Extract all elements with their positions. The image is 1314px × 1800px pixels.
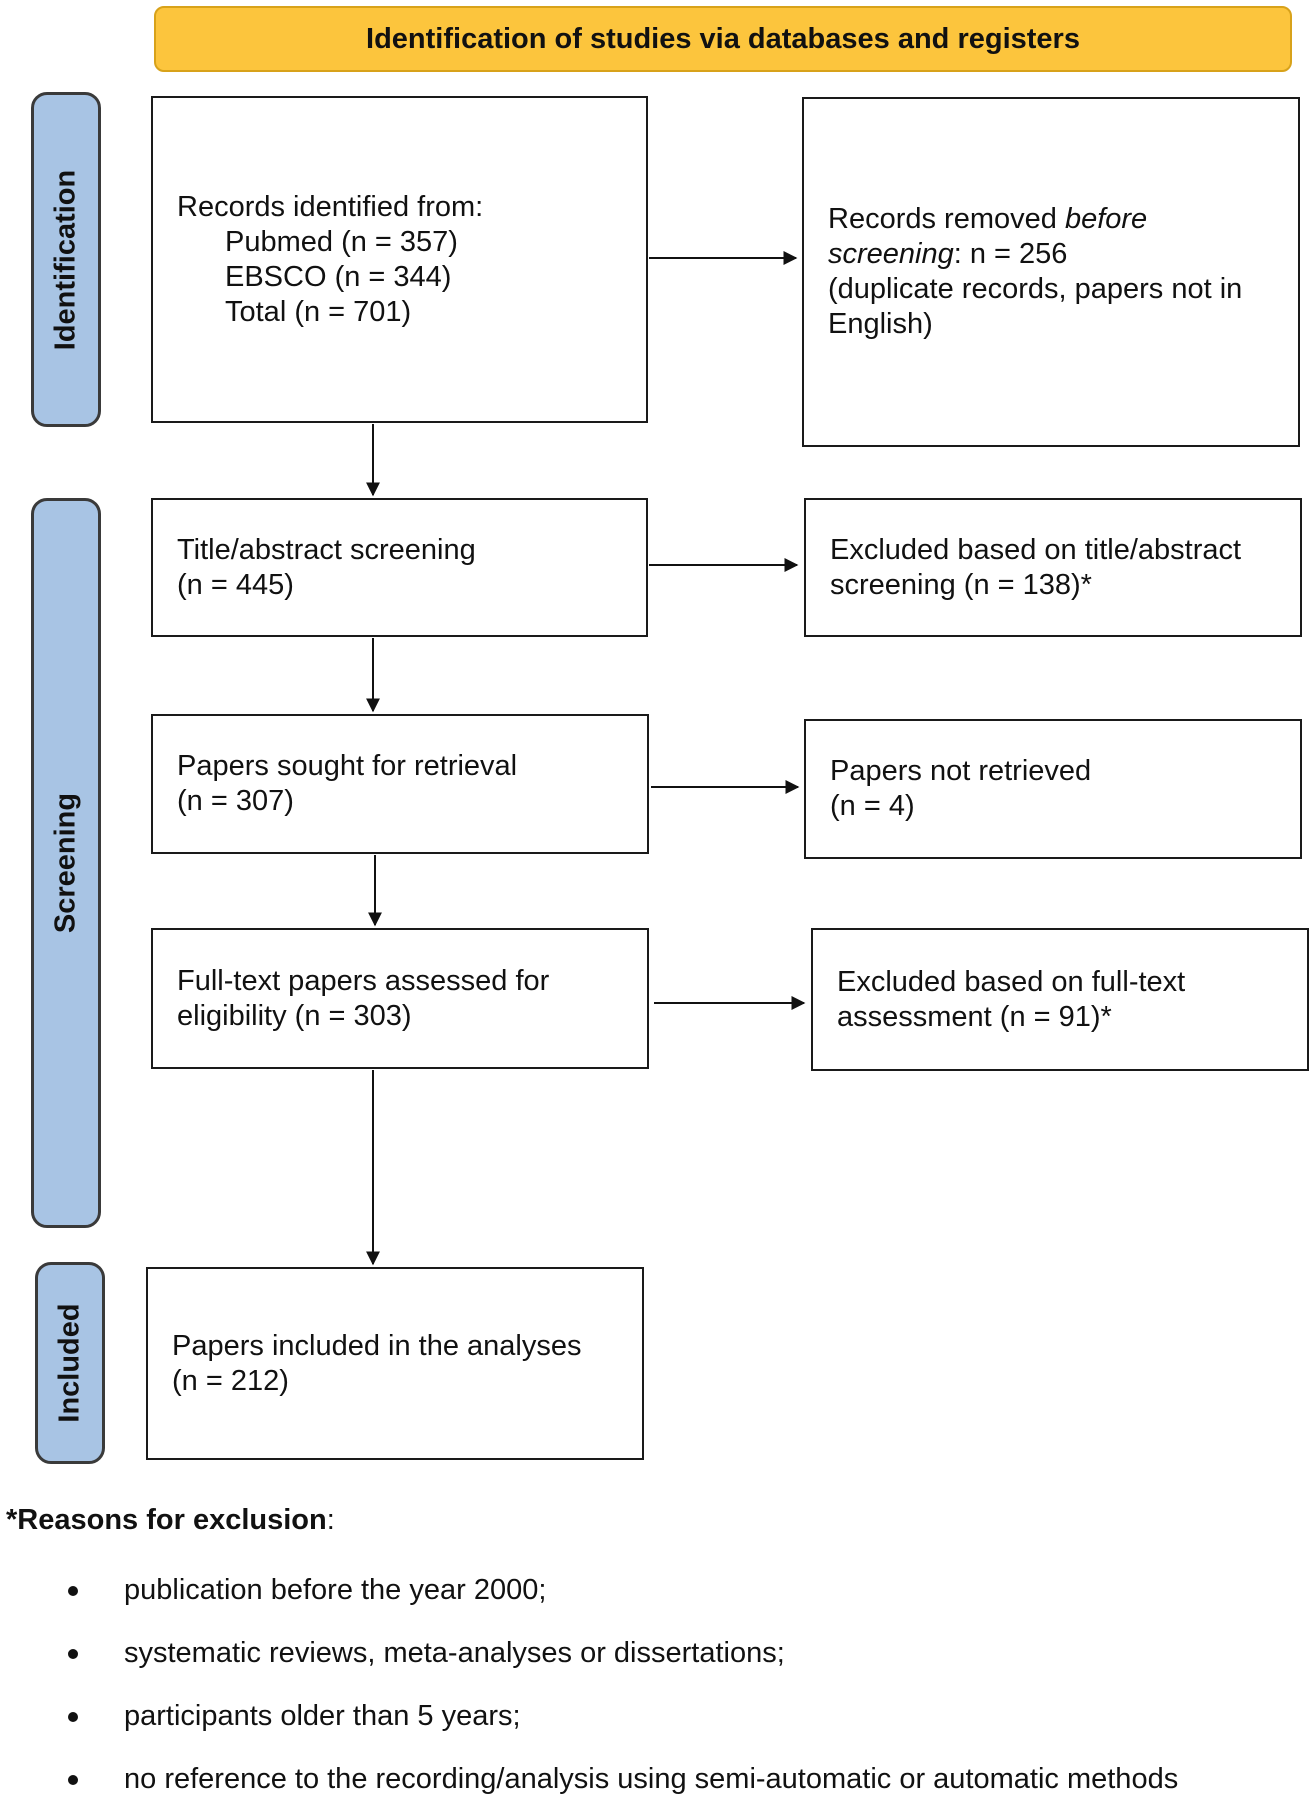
records-removed-detail: (duplicate records, papers not in bbox=[828, 273, 1243, 305]
exclusion-reason: systematic reviews, meta-analyses or dis… bbox=[68, 1637, 785, 1670]
phase-screening: Screening bbox=[31, 498, 101, 1228]
not-retrieved-count: (n = 4) bbox=[830, 790, 915, 822]
records-identified-box: Records identified from: Pubmed (n = 357… bbox=[151, 96, 648, 423]
excluded-fulltext-line1: Excluded based on full-text bbox=[837, 965, 1186, 998]
papers-included-line1: Papers included in the analyses bbox=[172, 1329, 582, 1362]
bullet-icon bbox=[68, 1586, 78, 1596]
excluded-title-line2: screening (n = 138)* bbox=[830, 568, 1092, 601]
title-abstract-line1: Title/abstract screening bbox=[177, 533, 476, 566]
full-text-box: Full-text papers assessed for eligibilit… bbox=[151, 928, 649, 1069]
full-text-line1: Full-text papers assessed for bbox=[177, 964, 550, 997]
bullet-icon bbox=[68, 1712, 78, 1722]
records-removed-box: Records removed before screening: n = 25… bbox=[802, 97, 1300, 447]
exclusion-reason: no reference to the recording/analysis u… bbox=[68, 1763, 1178, 1796]
excluded-title-line1: Excluded based on title/abstract bbox=[830, 533, 1242, 566]
title-abstract-count: (n = 445) bbox=[177, 568, 294, 601]
papers-sought-count: (n = 307) bbox=[177, 785, 294, 817]
records-ebsco: EBSCO (n = 344) bbox=[225, 260, 452, 293]
header-title: Identification of studies via databases … bbox=[366, 22, 1080, 55]
title-abstract-box: Title/abstract screening (n = 445) bbox=[151, 498, 648, 637]
records-removed-detail2: English) bbox=[828, 308, 933, 340]
not-retrieved-line1: Papers not retrieved bbox=[830, 755, 1092, 787]
exclusion-notes: *Reasons for exclusion: publication befo… bbox=[6, 1504, 1178, 1795]
phase-included-label: Included bbox=[53, 1303, 86, 1423]
excluded-fulltext-line2: assessment (n = 91)* bbox=[837, 1000, 1112, 1033]
phase-included: Included bbox=[35, 1262, 105, 1464]
exclusion-reason: participants older than 5 years; bbox=[68, 1700, 521, 1733]
phase-screening-label: Screening bbox=[49, 792, 82, 934]
papers-sought-line1: Papers sought for retrieval bbox=[177, 750, 518, 782]
full-text-line2: eligibility (n = 303) bbox=[177, 999, 412, 1032]
bullet-icon bbox=[68, 1775, 78, 1785]
records-pubmed: Pubmed (n = 357) bbox=[225, 225, 458, 258]
records-removed-line2: screening: n = 256 bbox=[828, 238, 1068, 270]
bullet-icon bbox=[68, 1649, 78, 1659]
phase-identification: Identification bbox=[31, 92, 101, 427]
papers-sought-box: Papers sought for retrieval (n = 307) bbox=[151, 714, 649, 854]
excluded-full-text-box: Excluded based on full-text assessment (… bbox=[811, 928, 1309, 1071]
papers-not-retrieved-box: Papers not retrieved (n = 4) bbox=[804, 719, 1302, 859]
exclusion-notes-heading: *Reasons for exclusion: bbox=[6, 1504, 335, 1536]
exclusion-reason: publication before the year 2000; bbox=[68, 1574, 546, 1607]
papers-included-box: Papers included in the analyses (n = 212… bbox=[146, 1267, 644, 1460]
records-total: Total (n = 701) bbox=[225, 295, 412, 328]
excluded-title-abstract-box: Excluded based on title/abstract screeni… bbox=[804, 498, 1302, 637]
records-identified-heading: Records identified from: bbox=[177, 190, 484, 223]
phase-identification-label: Identification bbox=[49, 169, 82, 350]
header-banner: Identification of studies via databases … bbox=[154, 6, 1292, 72]
records-removed-line1: Records removed before bbox=[828, 203, 1148, 235]
papers-included-count: (n = 212) bbox=[172, 1364, 289, 1397]
